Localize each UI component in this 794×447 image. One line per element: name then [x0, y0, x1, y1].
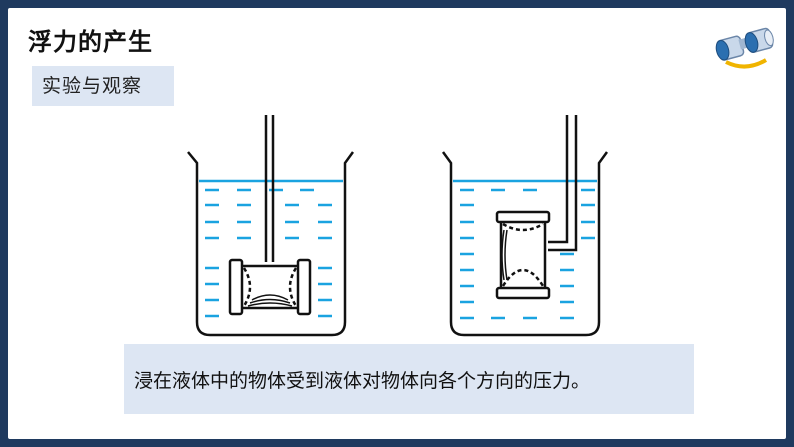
left-beaker	[187, 151, 355, 337]
caption-text: 浸在液体中的物体受到液体对物体向各个方向的压力。	[134, 370, 591, 392]
slide-title: 浮力的产生	[28, 28, 153, 56]
binoculars-icon	[715, 27, 774, 69]
right-beaker	[441, 151, 609, 337]
caption-box: 浸在液体中的物体受到液体对物体向各个方向的压力。	[124, 344, 694, 414]
section-tag: 实验与观察	[32, 66, 174, 106]
right-apparatus	[495, 115, 578, 300]
left-apparatus	[228, 115, 312, 316]
right-water	[453, 179, 597, 320]
left-water	[199, 179, 343, 318]
